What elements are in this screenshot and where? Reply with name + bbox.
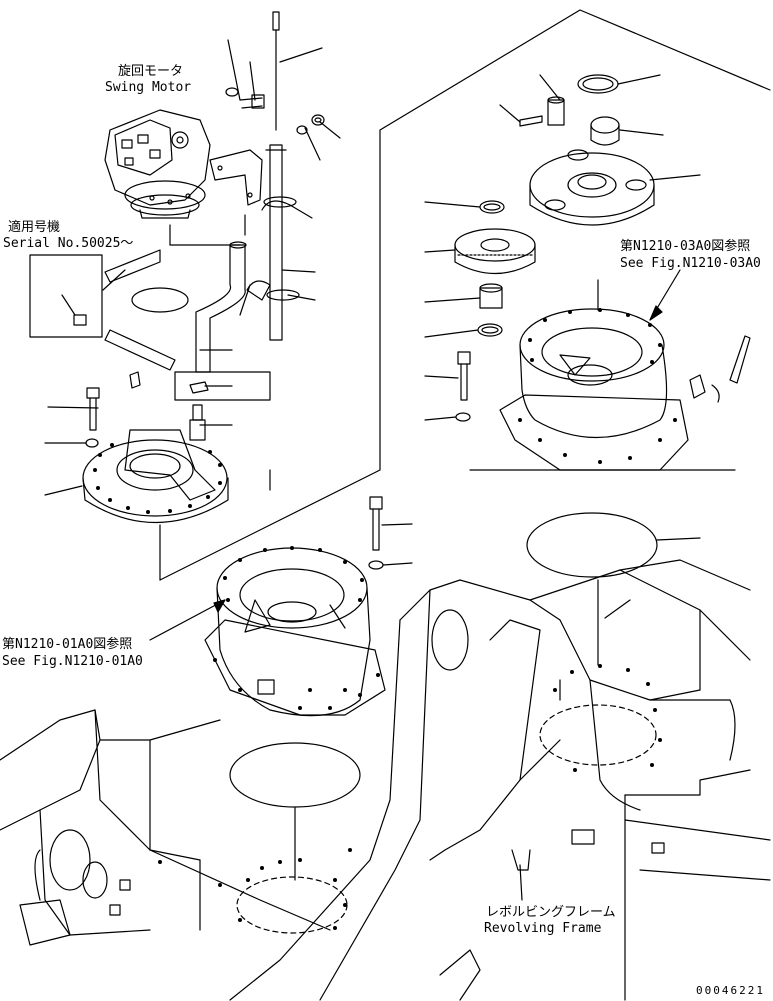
lock-pins — [690, 336, 750, 402]
label-serial-jp: 適用号機 — [8, 220, 61, 235]
swing-motor — [105, 110, 210, 218]
gasket-upper — [527, 513, 657, 577]
label-ref-03a0-jp: 第N1210-03A0図参照 — [620, 239, 751, 254]
level-gauge-pipe — [247, 12, 299, 340]
bracket-plate — [210, 150, 262, 205]
planet-carrier-top — [530, 150, 654, 225]
frame-bolt-holes — [158, 664, 662, 930]
reduction-housing-lower — [205, 546, 385, 716]
reduction-housing-upper — [500, 308, 688, 470]
leader-lines — [45, 40, 700, 880]
label-revolving-en: Revolving Frame — [484, 921, 602, 936]
mount-circle-upper — [540, 705, 656, 765]
document-number: 00046221 — [696, 984, 765, 997]
bolt-left — [86, 388, 99, 447]
label-ref-01a0-jp: 第N1210-01A0図参照 — [2, 637, 133, 652]
arrowhead-03a0 — [650, 306, 662, 320]
serial-inset — [30, 215, 245, 370]
gasket-small — [132, 288, 188, 312]
sun-gear-parts — [455, 201, 535, 336]
mount-circle-lower — [237, 877, 347, 933]
arrowhead-01a0 — [214, 600, 225, 612]
reduction-parts — [520, 75, 619, 145]
gasket-lower — [230, 743, 360, 807]
label-serial-en: Serial No.50025～ — [3, 236, 134, 251]
motor-bolts — [226, 88, 324, 134]
label-ref-01a0-en: See Fig.N1210-01A0 — [2, 654, 143, 669]
drain-hose — [196, 242, 246, 372]
label-revolving-jp: レボルビングフレーム — [486, 905, 616, 920]
label-swing-motor-en: Swing Motor — [105, 80, 192, 95]
revolving-frame — [0, 560, 770, 1000]
fitting-box — [130, 372, 270, 400]
bolt-center — [369, 497, 383, 569]
label-swing-motor-jp: 旋回モータ — [118, 64, 184, 79]
label-ref-03a0-en: See Fig.N1210-03A0 — [620, 256, 761, 271]
bolt-right — [456, 352, 470, 421]
swing-flange — [83, 405, 228, 523]
